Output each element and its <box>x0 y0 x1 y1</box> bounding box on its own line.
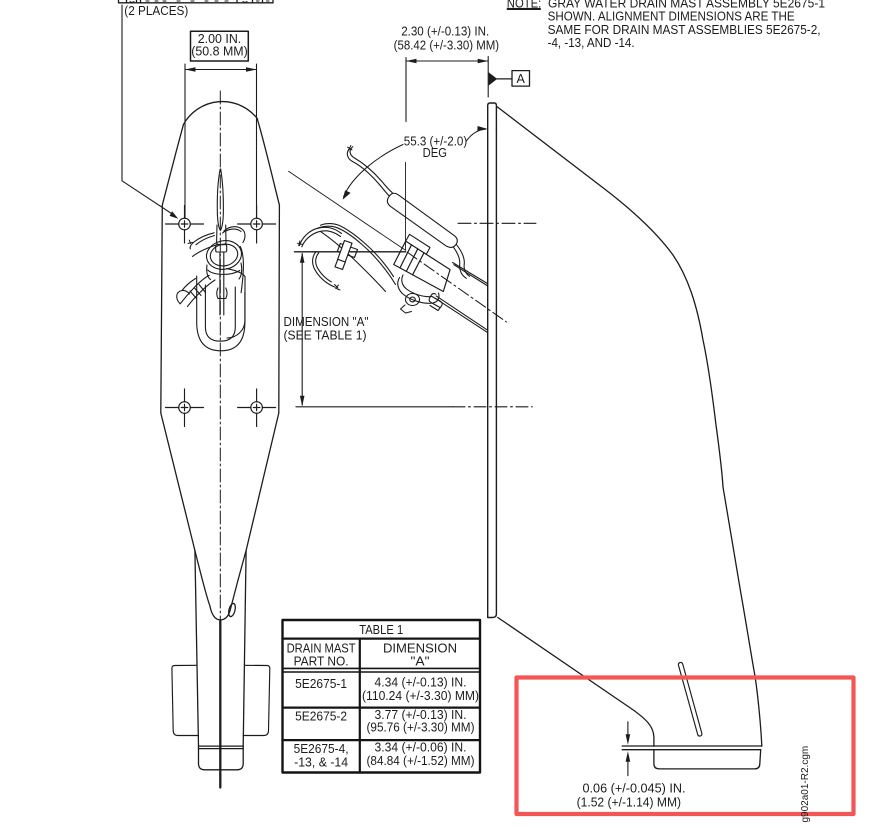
svg-text:5E2675-2: 5E2675-2 <box>295 709 347 724</box>
svg-text:SHOWN. ALIGNMENT DIMENSIONS AR: SHOWN. ALIGNMENT DIMENSIONS ARE THE <box>548 9 795 24</box>
svg-text:SAME FOR DRAIN MAST ASSEMBLIES: SAME FOR DRAIN MAST ASSEMBLIES 5E2675-2, <box>548 22 821 37</box>
svg-text:55.3 (+/-2.0): 55.3 (+/-2.0) <box>404 134 468 149</box>
svg-text:A: A <box>517 72 526 86</box>
svg-text:TABLE 1: TABLE 1 <box>359 622 403 637</box>
svg-text:(50.8 MM): (50.8 MM) <box>191 44 248 59</box>
svg-text:GRAY WATER DRAIN MAST ASSEMBL: GRAY WATER DRAIN MAST ASSEMBLY 5E2675-1 <box>548 0 825 10</box>
svg-text:DEG: DEG <box>423 145 447 160</box>
svg-text:-13, & -14: -13, & -14 <box>294 755 348 770</box>
svg-text:2.30 (+/-0.13) IN.: 2.30 (+/-0.13) IN. <box>401 24 489 39</box>
svg-text:DRAIN MAST: DRAIN MAST <box>287 640 356 655</box>
svg-text:0.06 (+/-0.045) IN.: 0.06 (+/-0.045) IN. <box>583 781 686 796</box>
svg-text:(58.42 (+/-3.30) MM): (58.42 (+/-3.30) MM) <box>394 38 500 53</box>
svg-text:PART NO.: PART NO. <box>294 654 349 669</box>
svg-text:-4, -13, AND -14.: -4, -13, AND -14. <box>548 35 635 50</box>
svg-text:NOTE:: NOTE: <box>507 0 542 10</box>
svg-text:DIMENSION: DIMENSION <box>383 640 457 655</box>
svg-text:4.34 (+/-0.13) IN.: 4.34 (+/-0.13) IN. <box>375 675 467 690</box>
svg-text:(1.52 (+/-1.14) MM): (1.52 (+/-1.14) MM) <box>577 795 682 810</box>
svg-text:5E2675-1: 5E2675-1 <box>295 676 347 691</box>
svg-text:(2 PLACES): (2 PLACES) <box>124 3 188 18</box>
svg-text:(95.76 (+/-3.30) MM): (95.76 (+/-3.30) MM) <box>367 719 475 734</box>
svg-text:2.00 IN.: 2.00 IN. <box>198 31 242 46</box>
svg-text:(110.24 (+/-3.30) MM): (110.24 (+/-3.30) MM) <box>362 688 479 703</box>
svg-text:DIMENSION "A": DIMENSION "A" <box>284 314 369 329</box>
svg-text:"A": "A" <box>411 654 430 669</box>
svg-text:(84.84 (+/-1.52) MM): (84.84 (+/-1.52) MM) <box>367 753 475 768</box>
svg-text:3.77 (+/-0.13) IN.: 3.77 (+/-0.13) IN. <box>375 707 467 722</box>
svg-text:(SEE TABLE 1): (SEE TABLE 1) <box>284 327 367 342</box>
svg-text:5E2675-4,: 5E2675-4, <box>294 741 349 756</box>
svg-text:g902a01-R2.cgm: g902a01-R2.cgm <box>800 746 811 823</box>
svg-text:3.34 (+/-0.06) IN.: 3.34 (+/-0.06) IN. <box>375 740 467 755</box>
